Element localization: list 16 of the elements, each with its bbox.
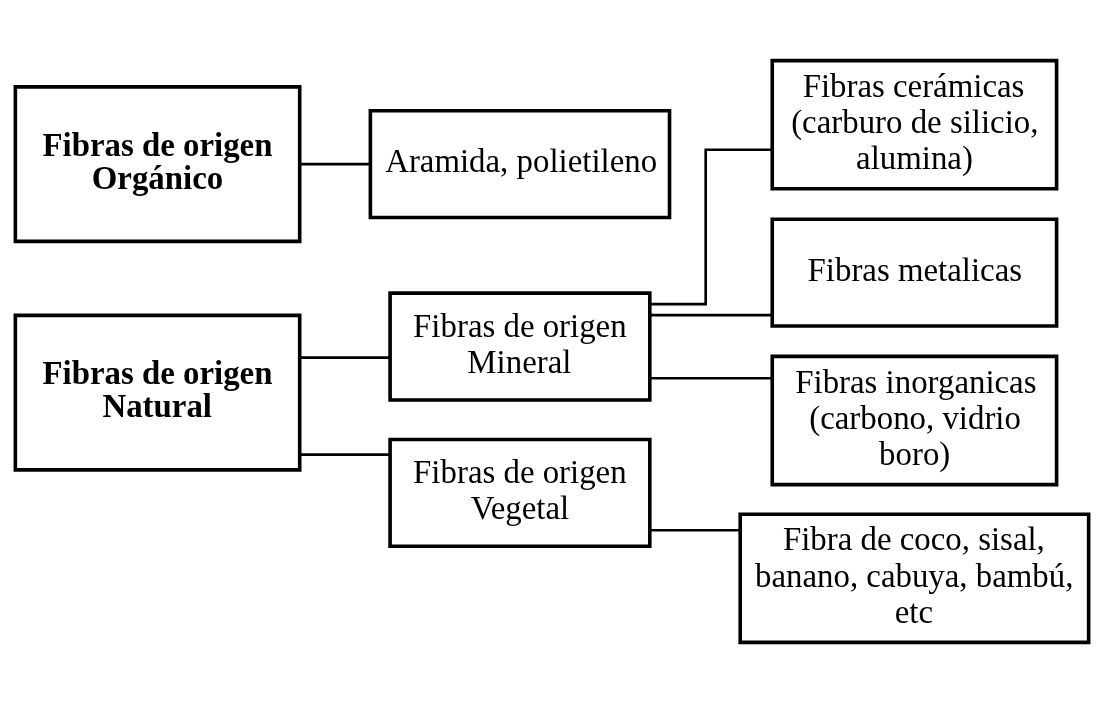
connector [299, 453, 390, 456]
node-box: Fibras de origen Vegetal [388, 437, 652, 549]
connector [650, 376, 773, 380]
connector [650, 528, 740, 532]
connector [299, 162, 370, 166]
node-box: Fibras de origen Orgánico [13, 85, 302, 244]
node-box: Fibras de origen Mineral [388, 291, 652, 402]
node-box: Fibras cerámicas (carburo de silicio, alumina) [770, 58, 1059, 191]
node-box: Fibra de coco, sisal, banano, cabuya, bambú, etc [738, 512, 1091, 645]
node-box: Aramida, polietileno [368, 108, 672, 220]
node-box: Fibras de origen Natural [13, 313, 302, 472]
node-box: Fibras inorganicas (carbono, vidrio boro) [770, 354, 1059, 487]
node-box: Fibras metalicas [770, 217, 1059, 328]
connector [299, 356, 390, 359]
connector [649, 148, 772, 306]
connector [650, 313, 773, 317]
